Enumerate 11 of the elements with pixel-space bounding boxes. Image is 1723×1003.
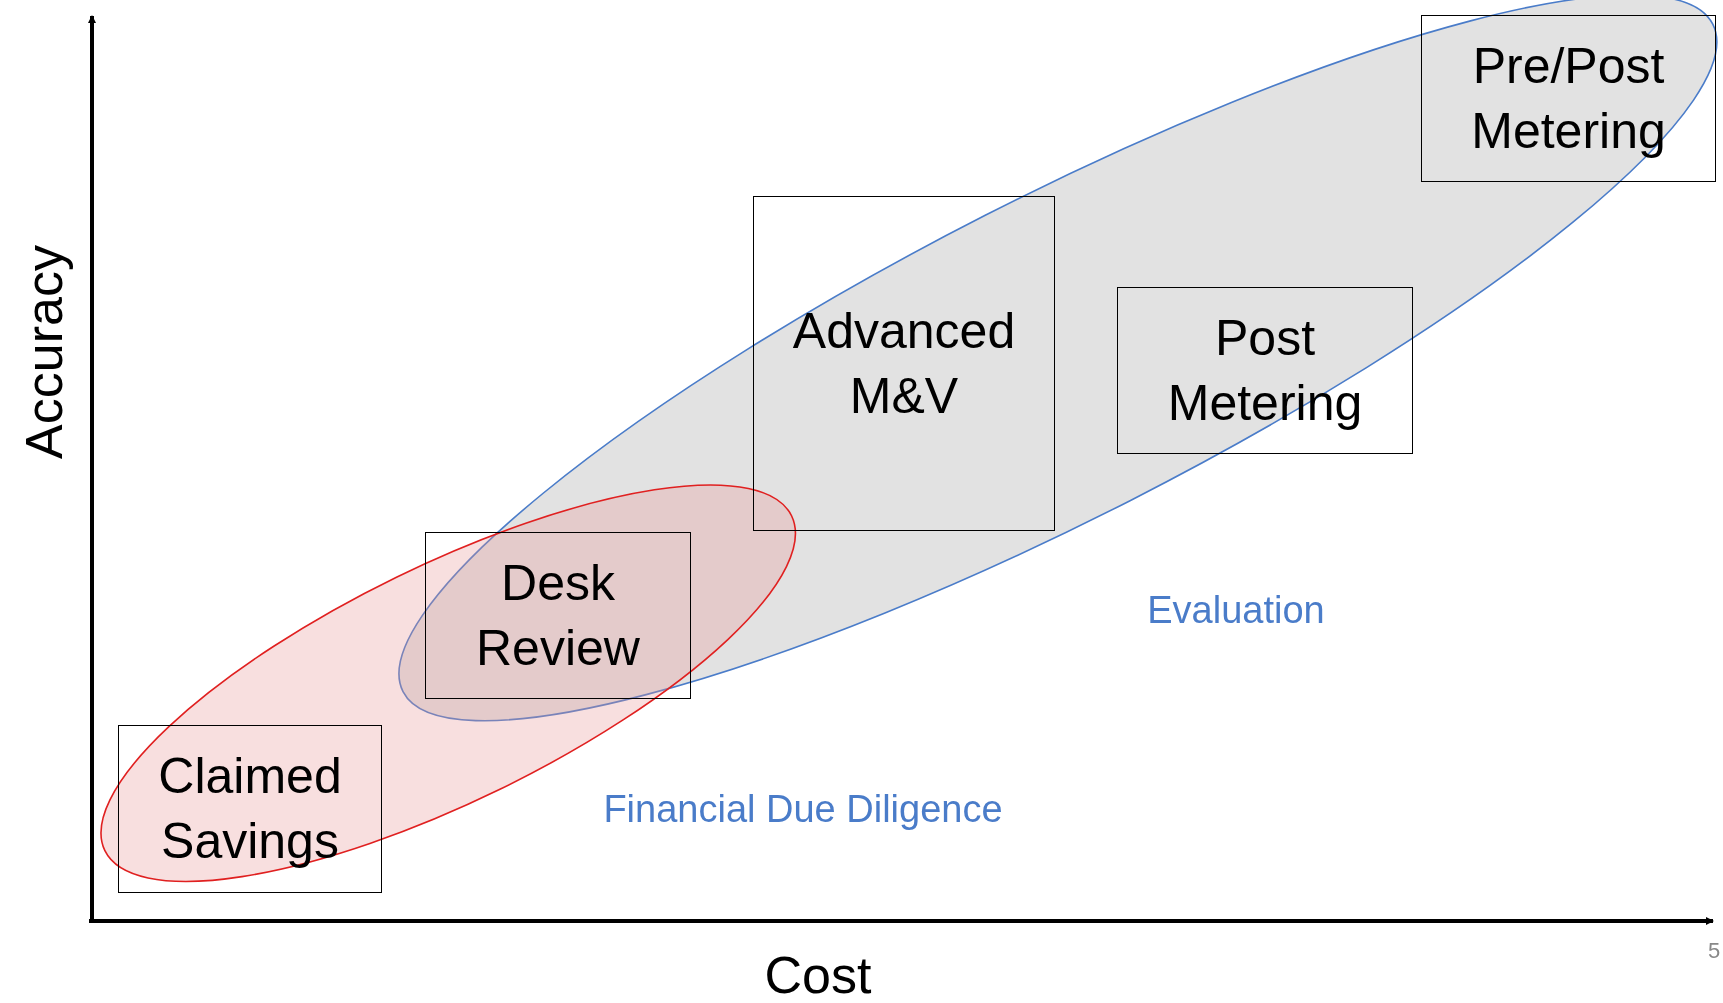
method-label: Pre/Post Metering	[1470, 36, 1667, 161]
axis-title: Accuracy	[14, 245, 74, 459]
group-label: Financial Due Diligence	[603, 787, 1003, 831]
method-label: Claimed Savings	[157, 747, 343, 871]
method-box	[425, 532, 691, 699]
method-label: Advanced M&V	[791, 301, 1017, 426]
axis-title: Cost	[764, 945, 872, 1003]
method-box	[118, 725, 382, 893]
page-number: 5	[1708, 938, 1721, 964]
method-label: Desk Review	[475, 553, 641, 678]
group-label: Evaluation	[1147, 588, 1325, 632]
